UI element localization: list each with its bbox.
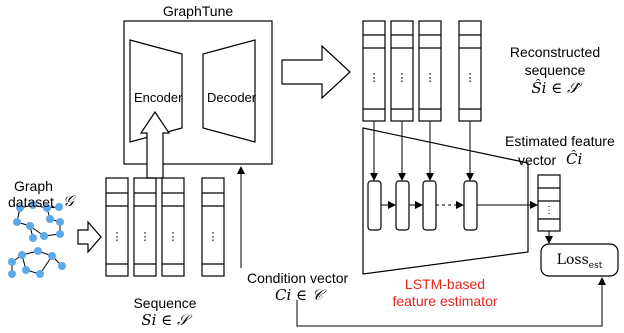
graph-node	[36, 270, 44, 278]
ellipsis-icon: ⋮	[424, 72, 436, 84]
condition-label: Condition vector	[247, 270, 349, 286]
graph-node	[43, 204, 51, 212]
encoder-block	[129, 39, 183, 143]
sequence-column	[161, 177, 185, 277]
lstm-estimator-block	[362, 127, 529, 275]
lstm-cells	[367, 180, 478, 231]
graph-node	[58, 262, 66, 270]
graph-node	[18, 251, 26, 259]
decoder-block	[202, 39, 256, 143]
reconstructed-sequence-columns	[362, 20, 482, 122]
graph-to-sequence-arrow	[77, 220, 102, 254]
loss-box	[540, 243, 619, 277]
graph-dataset-label-2: dataset	[8, 194, 54, 210]
lstm-cell	[463, 180, 478, 231]
encoder-label: Encoder	[134, 90, 183, 105]
ellipsis-icon: ⋮	[544, 205, 554, 216]
graph-node	[56, 230, 64, 238]
graph-dataset-icon	[8, 201, 66, 278]
ellipsis-icon: ⋮	[139, 231, 151, 243]
graph-node	[29, 234, 37, 242]
sequence-column	[201, 177, 225, 277]
sequence-label: Sequence	[133, 295, 197, 311]
graph-node	[26, 222, 34, 230]
lstm-label-2: feature estimator	[392, 293, 498, 309]
graph-node	[56, 218, 64, 226]
graph-node	[48, 252, 56, 260]
graph-node	[8, 270, 16, 278]
graph-node	[16, 204, 24, 212]
graph-node	[13, 218, 21, 226]
condition-formula: Ci ∈ 𝒞	[275, 286, 323, 304]
ellipsis-icon: ⋮	[464, 72, 476, 84]
graph-node	[40, 232, 48, 240]
ellipsis-icon: ⋮	[167, 231, 179, 243]
ellipsis-icon: ⋮	[111, 231, 123, 243]
graph-node	[46, 215, 54, 223]
graph-node	[22, 266, 30, 274]
reconstructed-label-2: sequence	[524, 62, 586, 78]
lstm-cell	[367, 180, 382, 231]
graphtune-box	[123, 20, 273, 165]
lstm-cell	[395, 180, 410, 231]
graph-node	[29, 201, 37, 209]
column-to-cell-arrows	[370, 121, 474, 181]
condition-to-loss-arrow	[296, 277, 606, 327]
sequence-columns	[105, 177, 225, 277]
reconstructed-label-1: Reconstructed	[509, 44, 601, 60]
sequence-column	[105, 177, 129, 277]
ellipsis-icon: ⋮	[207, 231, 219, 243]
graphtune-title: GraphTune	[162, 3, 234, 19]
estimated-label-2: vector	[518, 152, 557, 168]
graph-dataset-symbol: 𝒢	[63, 192, 74, 210]
sequence-column	[133, 177, 157, 277]
estimated-label-1: Estimated feature	[505, 133, 615, 149]
decoder-label: Decoder	[207, 90, 257, 105]
graph-dataset-label-1: Graph	[14, 178, 53, 194]
lstm-label-1: LSTM-based	[404, 276, 486, 292]
decoder-to-reconstructed-arrow	[281, 44, 351, 100]
graph-nodes	[8, 201, 66, 278]
sequence-to-encoder-arrow	[139, 110, 171, 179]
sequence-formula: Si ∈ 𝒮	[141, 311, 189, 329]
loss-text: Loss	[556, 252, 589, 268]
loss-subscript: est	[588, 260, 603, 271]
loss-label: Lossest	[541, 252, 618, 274]
lstm-cell	[422, 180, 437, 231]
reconstructed-formula: Ŝi ∈ 𝒮̂	[531, 79, 579, 97]
graph-node	[34, 247, 42, 255]
ellipsis-icon: ⋮	[396, 72, 408, 84]
ellipsis-icon: ⋮	[368, 72, 380, 84]
estimated-formula: Ĉi	[566, 150, 583, 168]
graph-node	[55, 203, 63, 211]
graph-node	[8, 258, 16, 266]
